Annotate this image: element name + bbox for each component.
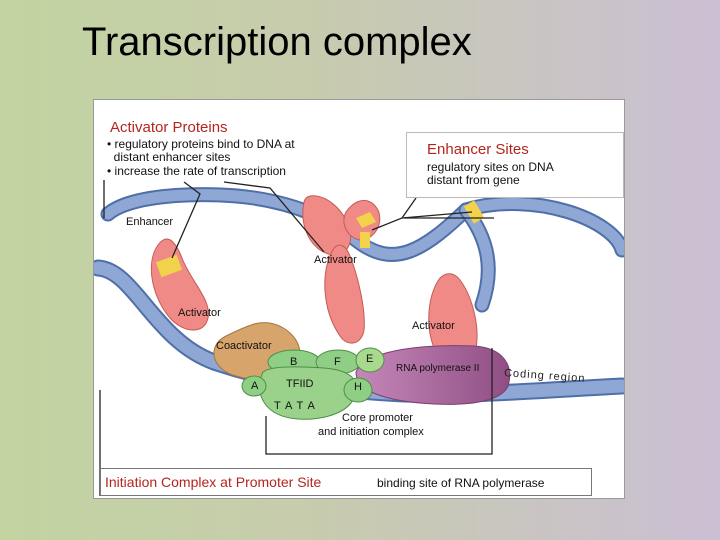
label-activator-top: Activator [314, 254, 357, 266]
label-tata: T A T A [274, 400, 316, 412]
label-enhancer: Enhancer [126, 216, 174, 228]
label-f: F [334, 356, 341, 368]
label-e: E [366, 353, 374, 365]
transcription-factors [241, 347, 385, 420]
label-a: A [251, 380, 259, 392]
activator-bullet-3: • increase the rate of transcription [107, 164, 286, 178]
initiation-text: binding site of RNA polymerase [377, 476, 545, 490]
initiation-info-box: Initiation Complex at Promoter Site bind… [100, 468, 592, 496]
label-activator-right: Activator [412, 320, 455, 332]
label-tfiid: TFIID [286, 378, 314, 390]
enhancer-line-1: regulatory sites on DNA [427, 160, 554, 174]
diagram-panel: Activator Proteins • regulatory proteins… [93, 99, 625, 499]
label-initiation-complex: and initiation complex [318, 426, 424, 438]
activator-bullet-2: distant enhancer sites [107, 150, 231, 164]
activator-heading: Activator Proteins [110, 119, 228, 136]
label-coactivator: Coactivator [216, 340, 272, 352]
label-h: H [354, 381, 362, 393]
rna-polymerase [355, 345, 511, 405]
enhancer-line-2: distant from gene [427, 173, 520, 187]
label-core-promoter: Core promoter [342, 412, 413, 424]
label-b: B [290, 356, 298, 368]
slide-title: Transcription complex [82, 20, 472, 64]
initiation-heading: Initiation Complex at Promoter Site [105, 474, 322, 490]
activator-upper-right [343, 200, 381, 241]
activator-right [324, 244, 478, 366]
enhancer-heading: Enhancer Sites [427, 141, 529, 158]
activator-left [150, 238, 209, 331]
activator-bullet-1: • regulatory proteins bind to DNA at [107, 137, 295, 151]
activator-info-box: Activator Proteins • regulatory proteins… [102, 114, 364, 180]
enhancer-info-box: Enhancer Sites regulatory sites on DNA d… [406, 132, 624, 198]
transcription-diagram [94, 175, 624, 496]
label-rna-polymerase: RNA polymerase II [396, 363, 480, 374]
enhancer-callout-lines [371, 197, 494, 231]
label-activator-left: Activator [178, 307, 221, 319]
